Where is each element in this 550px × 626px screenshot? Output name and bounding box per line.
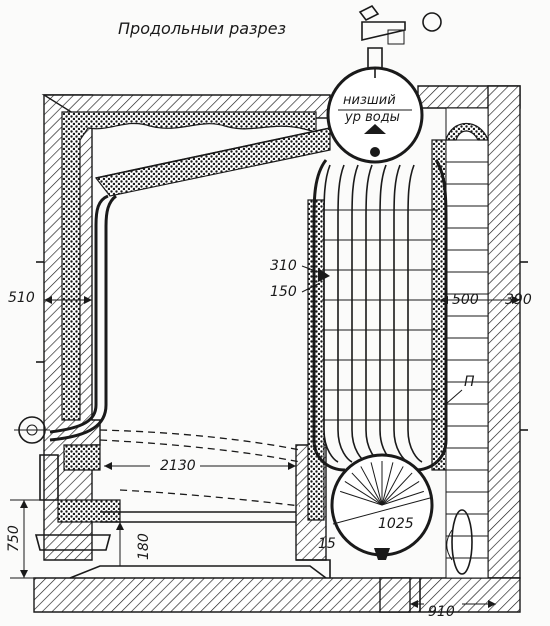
drum-ray [360, 466, 383, 506]
drum-ray [339, 490, 383, 506]
dim-910: 910 [428, 604, 455, 620]
mud-drum [330, 453, 434, 560]
wall-anchors [36, 261, 528, 431]
grate-lines [99, 429, 301, 523]
drum-ray [381, 490, 425, 506]
ash-pit [69, 559, 421, 613]
dim-750: 750 [6, 525, 22, 552]
right-brick-column [445, 107, 489, 579]
dim-180: 180 [136, 533, 152, 560]
diagram-title: Продольныи разрез [118, 19, 286, 38]
label-p: П [464, 374, 475, 390]
dim-310: 310 [270, 258, 297, 274]
drum-ray [351, 472, 383, 506]
dimensions: 310 150 510 500 390 П 2130 750 180 [6, 258, 532, 620]
drum-ray [381, 472, 413, 506]
superheater-pipe [49, 127, 331, 442]
dim-15: 15 [318, 536, 336, 552]
dim-150: 150 [270, 284, 297, 300]
inner-insulation [57, 111, 447, 523]
cleanout-door [446, 509, 473, 575]
tube-bank [312, 159, 448, 472]
drum-ray [381, 462, 394, 506]
tube [393, 164, 409, 463]
dim-2130: 2130 [160, 458, 196, 474]
drum-label-line1: низший [343, 93, 396, 108]
drum-label-line2: ур воды [344, 110, 400, 125]
drum-ray [344, 481, 383, 506]
tube [323, 164, 339, 463]
drum-ray [381, 481, 420, 506]
dim-1025: 1025 [378, 516, 414, 532]
tube [407, 164, 423, 463]
tube [337, 164, 353, 463]
dim-510: 510 [8, 290, 35, 306]
drum-ray [370, 462, 383, 506]
safety-valve [358, 4, 442, 78]
tube [351, 164, 367, 463]
drum-ray [381, 466, 404, 506]
left-header [14, 416, 112, 551]
steam-drum: низший ур воды [326, 66, 424, 164]
